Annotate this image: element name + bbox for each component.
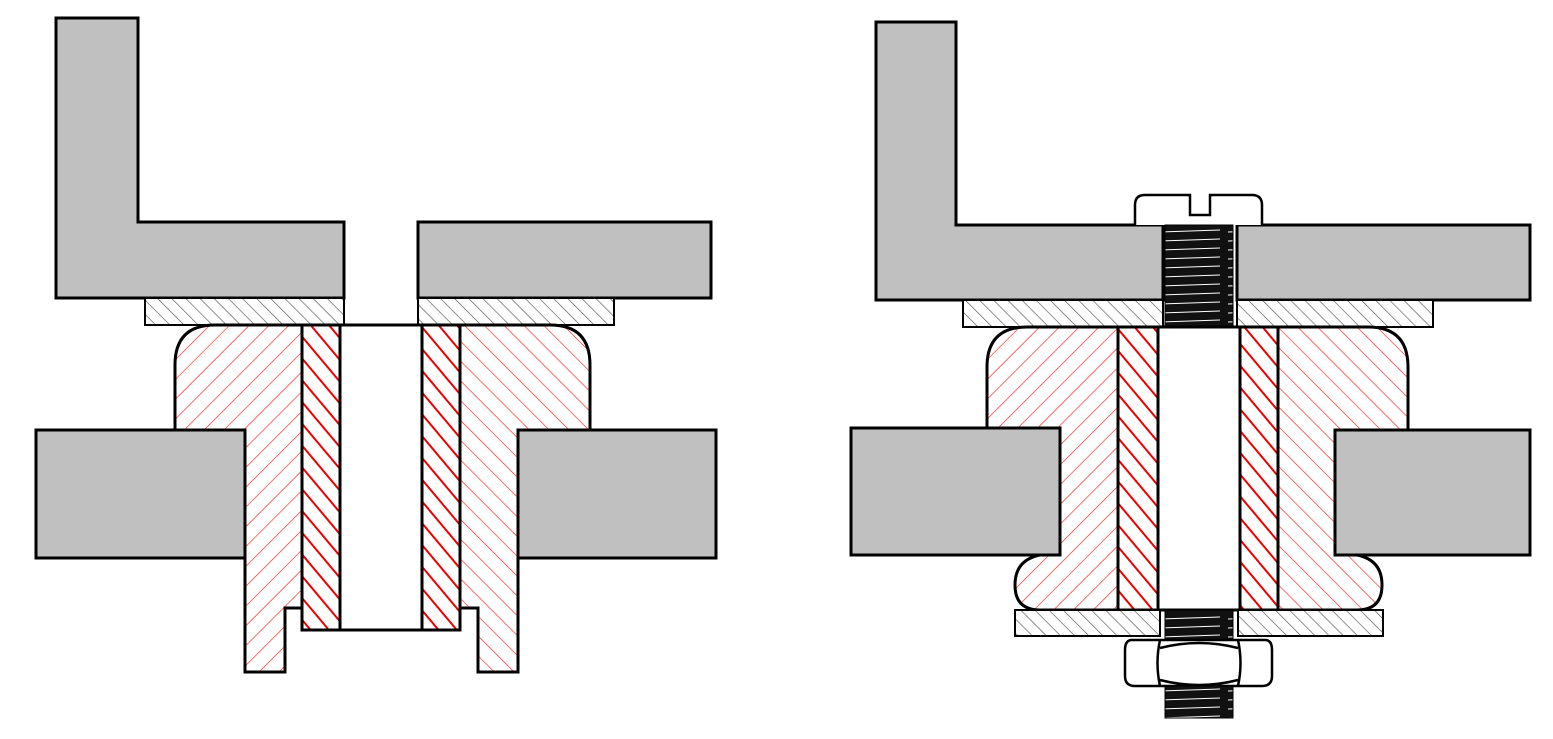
grommet-left [985, 325, 1120, 612]
bushing-right [1238, 325, 1280, 612]
hex-nut [1123, 638, 1274, 688]
figure-right [849, 20, 1532, 719]
bushing-right [420, 323, 462, 632]
base-plate-right [516, 428, 718, 560]
washer-bottom-right [1237, 609, 1384, 637]
bolt-thread-bottom [1164, 685, 1234, 719]
screw-thread-top [1164, 224, 1234, 328]
figure-left [34, 16, 718, 674]
washer-left [144, 297, 345, 326]
grommet-right [458, 323, 592, 674]
grommet-left [173, 323, 304, 674]
base-plate-left [849, 426, 1062, 557]
top-plate-right [1235, 223, 1532, 302]
base-plate-right [1333, 428, 1532, 557]
washer-top-left [962, 299, 1164, 328]
base-plate-left [34, 428, 247, 560]
washer-top-right [1236, 299, 1434, 328]
l-bracket [54, 16, 346, 300]
screw-head [1133, 193, 1264, 225]
grommet-right [1276, 325, 1410, 612]
center-hole [338, 323, 424, 632]
washer-right [417, 297, 615, 326]
bushing-left [300, 323, 342, 632]
bushing-left [1116, 325, 1160, 612]
l-bracket [874, 20, 1165, 302]
bolt-thread-mid [1164, 609, 1234, 641]
top-plate-right [416, 220, 713, 300]
washer-bottom-left [1014, 609, 1161, 637]
bolt-shaft [1156, 325, 1242, 612]
